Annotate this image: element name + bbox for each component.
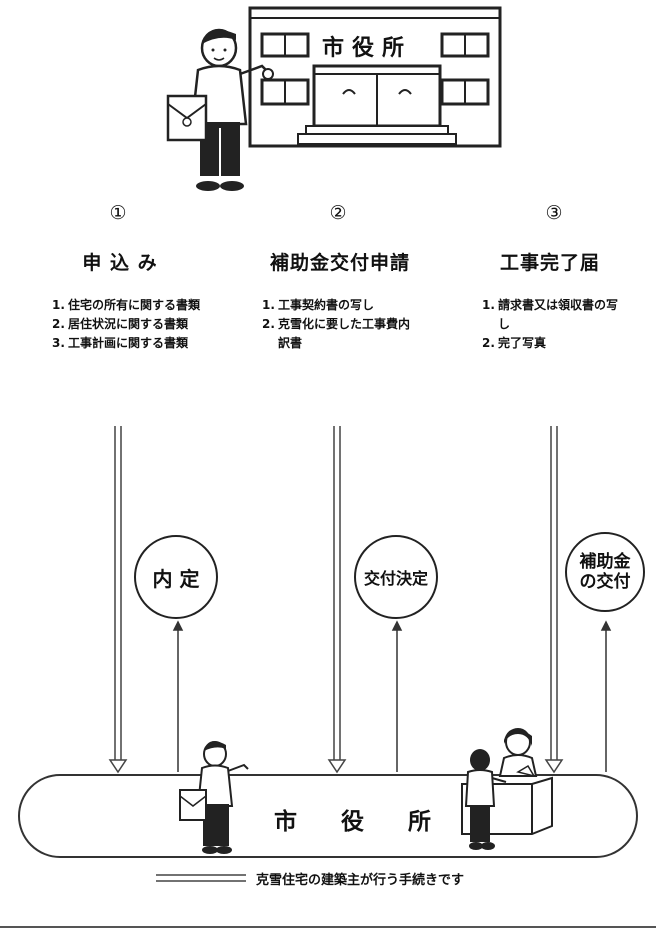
- up-arrow-step-3: [600, 620, 612, 772]
- step-1-document-list: 1.住宅の所有に関する書類 2.居住状況に関する書類 3.工事計画に関する書類: [52, 296, 202, 353]
- legend-double-line: [156, 874, 246, 882]
- document-item: 1.工事契約書の写し: [262, 298, 375, 312]
- step-3-document-list: 1.請求書又は領収書の写し 2.完了写真: [482, 296, 622, 353]
- document-item: 2.克雪化に要した工事費内訳書: [262, 317, 411, 350]
- city-hall-building-illustration: [166, 6, 502, 191]
- step-2-number: ②: [329, 202, 347, 224]
- step-2-document-list: 1.工事契約書の写し 2.克雪化に要した工事費内訳書: [262, 296, 412, 353]
- city-office-label: 市 役 所: [274, 809, 450, 835]
- response-circle-naitei: 内 定: [134, 535, 218, 619]
- document-item: 1.請求書又は領収書の写し: [482, 298, 619, 331]
- legend-text: 克雪住宅の建築主が行う手続きです: [256, 873, 465, 888]
- up-arrow-step-1: [172, 620, 184, 772]
- down-arrow-step-3: [544, 426, 564, 774]
- response-circle-hojokin-koufu: 補助金の交付: [565, 532, 645, 612]
- document-item: 3.工事計画に関する書類: [52, 336, 189, 350]
- step-2-title: 補助金交付申請: [269, 252, 410, 274]
- step-3-number: ③: [545, 202, 563, 224]
- building-sign: 市役所: [322, 36, 413, 61]
- counter-scene-illustration: [461, 728, 553, 850]
- bottom-rule: [0, 926, 656, 928]
- step-3-title: 工事完了届: [499, 252, 600, 274]
- document-item: 2.完了写真: [482, 336, 547, 350]
- response-circle-koufu-kettei: 交付決定: [354, 535, 438, 619]
- down-arrow-step-2: [327, 426, 347, 774]
- up-arrow-step-2: [391, 620, 403, 772]
- document-item: 1.住宅の所有に関する書類: [52, 298, 201, 312]
- applicant-person-illustration: [179, 741, 249, 854]
- document-item: 2.居住状況に関する書類: [52, 317, 189, 331]
- step-1-title: 申 込 み: [82, 252, 158, 274]
- down-arrow-step-1: [108, 426, 128, 774]
- step-1-number: ①: [109, 202, 127, 224]
